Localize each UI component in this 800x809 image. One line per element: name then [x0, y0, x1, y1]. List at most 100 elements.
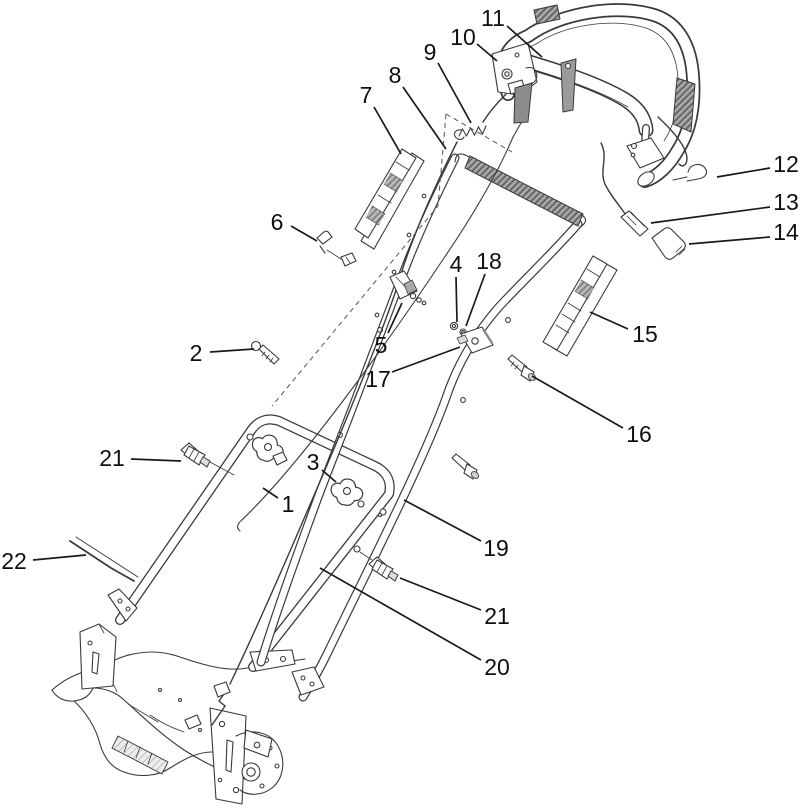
lower-handle-end-bracket-right	[249, 649, 296, 672]
callout-8-label: 8	[389, 62, 402, 88]
callout-21-upper-leader	[130, 458, 182, 462]
deck-louver-panel	[111, 735, 169, 775]
latch-bracket	[560, 58, 577, 113]
callout-18: 18	[465, 248, 502, 327]
callout-8-leader	[402, 86, 447, 150]
callout-20-leader	[319, 567, 482, 661]
callout-4: 4	[450, 251, 463, 323]
callout-8: 8	[389, 62, 447, 150]
callout-15-label: 15	[632, 321, 658, 347]
callout-15-leader	[589, 311, 629, 330]
callout-13-leader	[650, 206, 771, 224]
brake-lever	[513, 82, 533, 124]
star-knob-mounted	[247, 429, 288, 467]
callout-16-label: 16	[626, 421, 652, 447]
callout-14: 14	[688, 219, 799, 245]
callout-5-leader	[387, 302, 403, 334]
callout-3-label: 3	[307, 449, 320, 475]
callout-10-label: 10	[450, 24, 476, 50]
callout-4-label: 4	[450, 251, 463, 277]
callout-17-label: 17	[365, 366, 391, 392]
tension-spring	[458, 125, 487, 138]
callout-6-leader	[290, 225, 318, 242]
callout-11: 11	[481, 5, 543, 58]
callout-11-label: 11	[481, 5, 505, 31]
callout-6: 6	[271, 209, 318, 242]
bail-end-cap	[637, 171, 655, 187]
locknut-21-upper	[180, 442, 211, 468]
grip-strip-15	[542, 255, 618, 357]
rod-22	[69, 536, 139, 582]
cable-boot	[651, 227, 686, 260]
callout-13-label: 13	[773, 189, 799, 215]
callout-10-leader	[476, 43, 498, 62]
callout-3: 3	[307, 449, 337, 483]
callout-21-upper-label: 21	[99, 445, 125, 471]
callout-5-label: 5	[375, 332, 388, 358]
callout-9-leader	[437, 62, 472, 124]
callout-17: 17	[365, 346, 461, 392]
grip-strip-7	[354, 148, 425, 250]
cables	[184, 93, 708, 730]
callout-15: 15	[589, 311, 658, 347]
callout-22: 22	[1, 548, 87, 574]
lower-handle-end-bracket-left	[107, 588, 138, 622]
callout-9: 9	[424, 39, 472, 124]
callout-9-label: 9	[424, 39, 437, 65]
callout-7-label: 7	[360, 82, 373, 108]
callout-2-leader	[209, 348, 255, 353]
callout-12: 12	[716, 151, 799, 178]
callout-18-label: 18	[476, 248, 502, 274]
cable-z-end-6	[316, 230, 357, 267]
upper-handle-crossbar-grip	[464, 155, 584, 227]
bolt-16-lower	[451, 453, 480, 480]
mower-deck	[51, 623, 306, 805]
brake-cable	[482, 93, 507, 123]
callout-14-leader	[688, 236, 771, 245]
callout-21-upper: 21	[99, 445, 182, 471]
throttle-cable	[657, 116, 688, 167]
handle-bracket-17	[456, 326, 494, 354]
upper-handle-end-plate	[291, 666, 325, 696]
callout-14-label: 14	[773, 219, 799, 245]
callout-21-lower-label: 21	[484, 603, 510, 629]
callout-1: 1	[262, 487, 295, 517]
callout-1-label: 1	[282, 491, 295, 517]
callout-4-leader	[455, 276, 458, 323]
z-fitting	[686, 163, 708, 182]
callout-7: 7	[360, 82, 402, 155]
callout-22-label: 22	[1, 548, 27, 574]
callout-20: 20	[319, 567, 510, 680]
bolt-16-upper	[507, 354, 537, 382]
callout-21-lower-leader	[399, 577, 482, 611]
callout-19-leader	[403, 499, 482, 542]
callout-5: 5	[375, 302, 403, 358]
carriage-bolt-2	[250, 340, 280, 365]
cable-clamp-5	[389, 270, 427, 306]
locknut-21-lower	[368, 556, 399, 582]
callout-3-leader	[321, 469, 337, 483]
callout-6-label: 6	[271, 209, 284, 235]
nut-4-washer-18	[449, 321, 467, 336]
callout-11-leader	[506, 25, 543, 58]
callout-1-leader	[262, 487, 279, 499]
callout-12-label: 12	[773, 151, 799, 177]
callout-19: 19	[403, 499, 509, 561]
hardware	[69, 230, 537, 582]
callout-7-leader	[373, 106, 402, 155]
callout-10: 10	[450, 24, 498, 62]
callout-12-leader	[716, 167, 771, 178]
bail-handle	[491, 3, 701, 188]
callout-22-leader	[32, 554, 87, 561]
callout-16-leader	[531, 375, 624, 429]
upper-handle	[256, 153, 587, 702]
brake-rod	[242, 136, 514, 520]
bail-grip-pad-top	[533, 4, 561, 25]
star-knob-3	[328, 475, 366, 509]
callout-18-leader	[465, 273, 486, 327]
callout-2: 2	[190, 340, 255, 366]
callout-21-lower: 21	[399, 577, 510, 629]
